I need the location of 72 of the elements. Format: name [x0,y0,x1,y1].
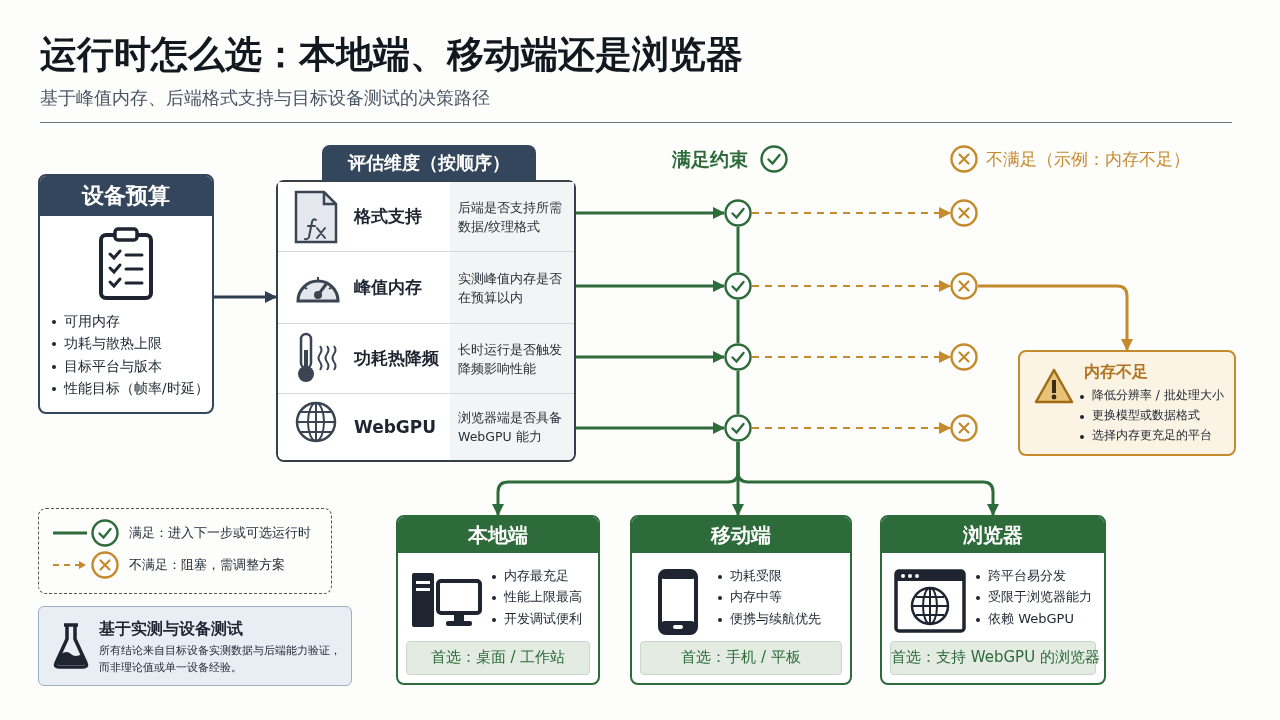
card-header: 移动端 [632,517,850,553]
row-description: 长时运行是否触发降频影响性能 [458,340,563,378]
arrow [574,207,725,219]
bullet-item: 降低分辨率 / 批处理大小 [1092,388,1224,402]
cross-circle [950,272,978,300]
cross-circle [950,343,978,371]
card-header: 设备预算 [40,176,212,216]
note-heading: 基于实测与设备测试 [99,619,243,640]
arrow [214,291,277,303]
row-title: WebGPU [354,416,437,439]
arrow [751,207,951,219]
bullet-item: 功耗与散热上限 [64,335,162,352]
preference-bar: 首选：手机 / 平板 [640,641,842,675]
title: 运行时怎么选：本地端、移动端还是浏览器 [40,32,743,78]
bullet-item: 性能上限最高 [504,589,582,605]
check-circle [724,272,752,300]
bullet-item: 开发调试便利 [504,610,582,626]
note-text: 所有结论来自目标设备实测数据与后端能力验证，而非理论值或单一设备经验。 [99,643,342,676]
arrow [751,351,951,363]
criteria-row [278,182,574,252]
connector-line [736,227,740,272]
bullet-item: 依赖 WebGPU [988,610,1074,626]
criteria-row [278,252,574,324]
bullet-item: 选择内存更充足的平台 [1092,427,1212,442]
cross-circle [950,414,978,442]
bullet-item: 便携与续航优先 [730,610,821,626]
panel-header-tab: 评估维度（按顺序） [322,145,536,181]
card-header: 本地端 [398,517,598,553]
connector-line [736,371,740,414]
note-box [38,606,352,686]
row-description: 后端是否支持所需数据/纹理格式 [458,198,563,236]
row-title: 功耗热降频 [354,347,439,370]
bullet-item: 性能目标（帧率/时延） [64,379,209,396]
arrow [736,442,999,516]
cross-circle [950,199,978,227]
bullet-item: 目标平台与版本 [64,357,162,374]
card-header: 浏览器 [882,517,1104,553]
arrow [751,280,951,292]
legend-text: 满足：进入下一步或可选运行时 [129,524,311,542]
connector-line [736,300,740,343]
bullet-item: 更换模型或数据格式 [1092,407,1200,422]
bullet-item: 功耗受限 [730,568,782,583]
budget-card [38,174,214,414]
criteria-row [278,394,574,460]
warning-box [1018,350,1236,456]
column-heading: 满足约束 [672,147,748,172]
preference-bar: 首选：桌面 / 工作站 [406,641,590,675]
arrow [751,422,951,434]
bullet-item: 跨平台易分发 [988,568,1066,583]
runtime-card [630,515,852,685]
row-description: 实测峰值内存是否在预算以内 [458,269,563,307]
check-circle [724,199,752,227]
check-circle [724,414,752,442]
criteria-row [278,324,574,394]
bullet-item: 内存最充足 [504,568,569,583]
runtime-card [880,515,1106,685]
bullet-item: 可用内存 [64,313,120,329]
check-circle [724,343,752,371]
row-description: 浏览器端是否具备 WebGPU 能力 [458,408,563,446]
row-title: 峰值内存 [354,276,422,299]
subtitle: 基于峰值内存、后端格式支持与目标设备测试的决策路径 [40,86,490,110]
arrow [574,422,725,434]
arrow [978,284,1133,351]
arrow [574,280,725,292]
column-heading: 不满足（示例：内存不足） [986,148,1190,171]
box-heading: 内存不足 [1084,362,1148,383]
legend-text: 不满足：阻塞，需调整方案 [129,556,285,574]
runtime-card [396,515,600,685]
row-title: 格式支持 [354,205,422,228]
bullet-item: 受限于浏览器能力 [988,589,1092,605]
arrow [574,351,725,363]
bullet-item: 内存中等 [730,589,782,605]
